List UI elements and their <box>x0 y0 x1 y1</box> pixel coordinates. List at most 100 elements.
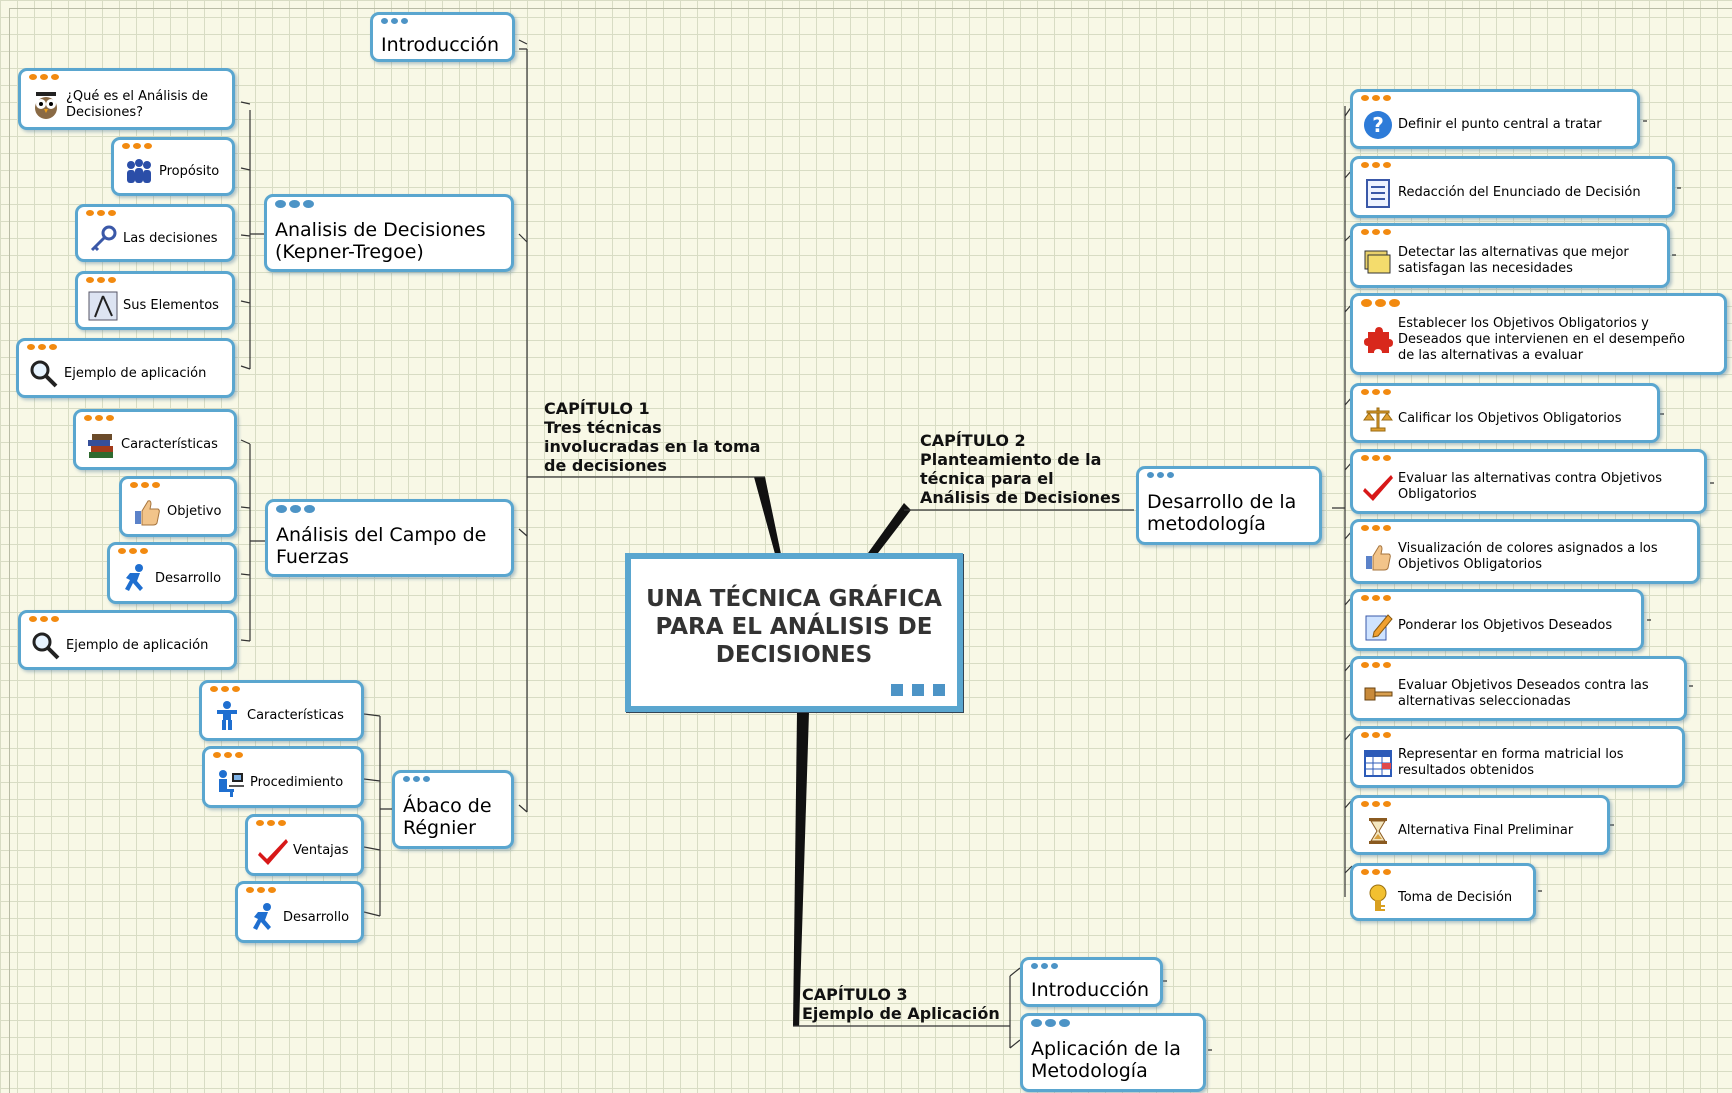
magnifier-icon <box>27 357 61 391</box>
subtopic-label: Objetivo <box>167 504 222 519</box>
step-marker <box>1361 801 1391 807</box>
step-label: Evaluar las alternativas contra Objetivo… <box>1398 471 1663 502</box>
step-marker <box>1361 95 1391 101</box>
central-topic[interactable]: UNA TÉCNICA GRÁFICA PARA EL ANÁLISIS DE … <box>625 553 963 712</box>
owl-icon <box>29 88 63 122</box>
step-label: Definir el punto central a tratar <box>1398 116 1602 132</box>
step-6[interactable]: Evaluar las alternativas contra Objetivo… <box>1350 449 1707 514</box>
checkmark-icon <box>1361 470 1395 504</box>
canvas-frame <box>9 8 1732 1093</box>
step-10[interactable]: Representar en forma matricial los resul… <box>1350 726 1685 788</box>
subtopic-label: Las decisiones <box>123 230 218 246</box>
step-label: Representar en forma matricial los resul… <box>1398 746 1624 778</box>
gavel-icon <box>1361 677 1395 711</box>
pencil-note-icon <box>1361 609 1395 643</box>
topic-marker <box>276 505 315 513</box>
subtopic-label: Ejemplo de aplicación <box>66 637 209 653</box>
step-label: Visualización de colores asignados a los… <box>1398 541 1658 572</box>
step-label: Establecer los Objetivos Obligatorios y … <box>1398 315 1685 363</box>
standing-person-icon <box>210 699 244 733</box>
subtopic-desarrollo-ab[interactable]: Desarrollo <box>235 881 364 943</box>
person-at-computer-icon <box>213 766 247 800</box>
subtopic-marker <box>210 686 240 692</box>
subtopic-label: ¿Qué es el Análisis de Decisiones? <box>66 88 209 120</box>
step-marker <box>1361 869 1391 875</box>
thumbs-up-icon <box>1361 540 1395 574</box>
step-5[interactable]: Calificar los Objetivos Obligatorios <box>1350 383 1660 443</box>
step-marker <box>1361 662 1391 668</box>
chapter-1-label: CAPÍTULO 1 Tres técnicas involucradas en… <box>544 399 761 475</box>
subtopic-las-decisiones[interactable]: Las decisiones <box>75 204 235 262</box>
subtopic-caracteristicas-cf[interactable]: Características <box>73 409 237 470</box>
subtopic-label: Desarrollo <box>155 570 222 586</box>
topic-marker <box>1031 963 1058 969</box>
step-label: Detectar las alternativas que mejor sati… <box>1398 245 1629 276</box>
step-label: Redacción del Enunciado de Decisión <box>1398 184 1641 200</box>
topic-introduccion-ch3[interactable]: Introducción <box>1020 957 1163 1007</box>
branch-wedge-chapter2 <box>868 503 911 553</box>
subtopic-label: Propósito <box>159 164 220 179</box>
subtopic-ejemplo-kt[interactable]: Ejemplo de aplicación <box>16 338 235 398</box>
chapter-2-label: CAPÍTULO 2 Planteamiento de la técnica p… <box>920 431 1121 507</box>
light-bulb-key-icon <box>1361 881 1395 915</box>
step-12[interactable]: Toma de Decisión <box>1350 863 1536 921</box>
books-icon <box>84 428 118 462</box>
subtopic-marker <box>246 887 276 893</box>
subtopic-marker <box>29 616 59 622</box>
step-2[interactable]: Redacción del Enunciado de Decisión <box>1350 156 1675 218</box>
step-8[interactable]: Ponderar los Objetivos Deseados <box>1350 589 1644 651</box>
subtopic-marker <box>86 210 116 216</box>
step-4[interactable]: Establecer los Objetivos Obligatorios y … <box>1350 293 1727 375</box>
subtopic-marker <box>29 74 59 80</box>
subtopic-objetivo-cf[interactable]: Objetivo <box>119 476 237 537</box>
topic-label: Análisis del Campo de Fuerzas <box>276 523 487 568</box>
step-9[interactable]: Evaluar Objetivos Deseados contra las al… <box>1350 656 1687 721</box>
chapter-3-label: CAPÍTULO 3 Ejemplo de Aplicación <box>802 985 1000 1023</box>
topic-label: Desarrollo de la metodología <box>1147 491 1297 535</box>
branch-wedge-chapter3 <box>793 712 809 1026</box>
subtopic-procedimiento-ab[interactable]: Procedimiento <box>202 746 364 808</box>
subtopic-marker <box>122 143 152 149</box>
subtopic-label: Ejemplo de aplicación <box>64 365 207 381</box>
branch-wedge-chapter1 <box>754 477 781 554</box>
topic-abaco-de-regnier[interactable]: Ábaco de Régnier <box>392 770 514 849</box>
topic-aplicacion-metodologia[interactable]: Aplicación de la Metodología <box>1020 1013 1206 1092</box>
topic-label: Ábaco de Régnier <box>403 795 492 839</box>
step-marker <box>1361 595 1391 601</box>
key-icon <box>86 222 120 256</box>
step-3[interactable]: Detectar las alternativas que mejor sati… <box>1350 223 1670 288</box>
step-marker <box>1361 229 1391 235</box>
calendar-grid-icon <box>1361 746 1395 780</box>
subtopic-marker <box>256 820 286 826</box>
running-man-icon <box>118 562 152 596</box>
puzzle-icon <box>1361 323 1395 357</box>
subtopic-marker <box>130 482 160 488</box>
subtopic-marker <box>213 752 243 758</box>
topic-introduccion-ch1[interactable]: Introducción <box>370 12 515 62</box>
topic-kepner-tregoe[interactable]: Analisis de Decisiones (Kepner-Tregoe) <box>264 194 514 272</box>
magnifier-icon <box>29 629 63 663</box>
subtopic-que-es[interactable]: ¿Qué es el Análisis de Decisiones? <box>18 68 235 130</box>
subtopic-desarrollo-cf[interactable]: Desarrollo <box>107 542 237 604</box>
subtopic-sus-elementos[interactable]: Sus Elementos <box>75 271 235 330</box>
topic-campo-de-fuerzas[interactable]: Análisis del Campo de Fuerzas <box>265 499 514 577</box>
subtopic-ventajas-ab[interactable]: Ventajas <box>245 814 364 876</box>
topic-desarrollo-metodologia[interactable]: Desarrollo de la metodología <box>1136 466 1322 545</box>
subtopic-proposito[interactable]: Propósito <box>111 137 235 196</box>
subtopic-caracteristicas-ab[interactable]: Características <box>199 680 364 741</box>
subtopic-ejemplo-cf[interactable]: Ejemplo de aplicación <box>18 610 237 670</box>
step-11[interactable]: Alternativa Final Preliminar <box>1350 795 1610 855</box>
step-7[interactable]: Visualización de colores asignados a los… <box>1350 519 1700 584</box>
subtopic-label: Procedimiento <box>250 774 344 790</box>
step-label: Calificar los Objetivos Obligatorios <box>1398 410 1622 426</box>
subtopic-marker <box>84 415 114 421</box>
subtopic-label: Características <box>247 708 344 723</box>
step-1[interactable]: ? Definir el punto central a tratar <box>1350 89 1640 149</box>
drawing-compass-icon <box>86 289 120 323</box>
topic-marker <box>1031 1019 1070 1027</box>
step-marker <box>1361 525 1391 531</box>
svg-text:?: ? <box>1372 113 1384 137</box>
step-marker <box>1361 455 1391 461</box>
topic-label: Analisis de Decisiones (Kepner-Tregoe) <box>275 218 486 263</box>
step-label: Evaluar Objetivos Deseados contra las al… <box>1398 678 1649 709</box>
